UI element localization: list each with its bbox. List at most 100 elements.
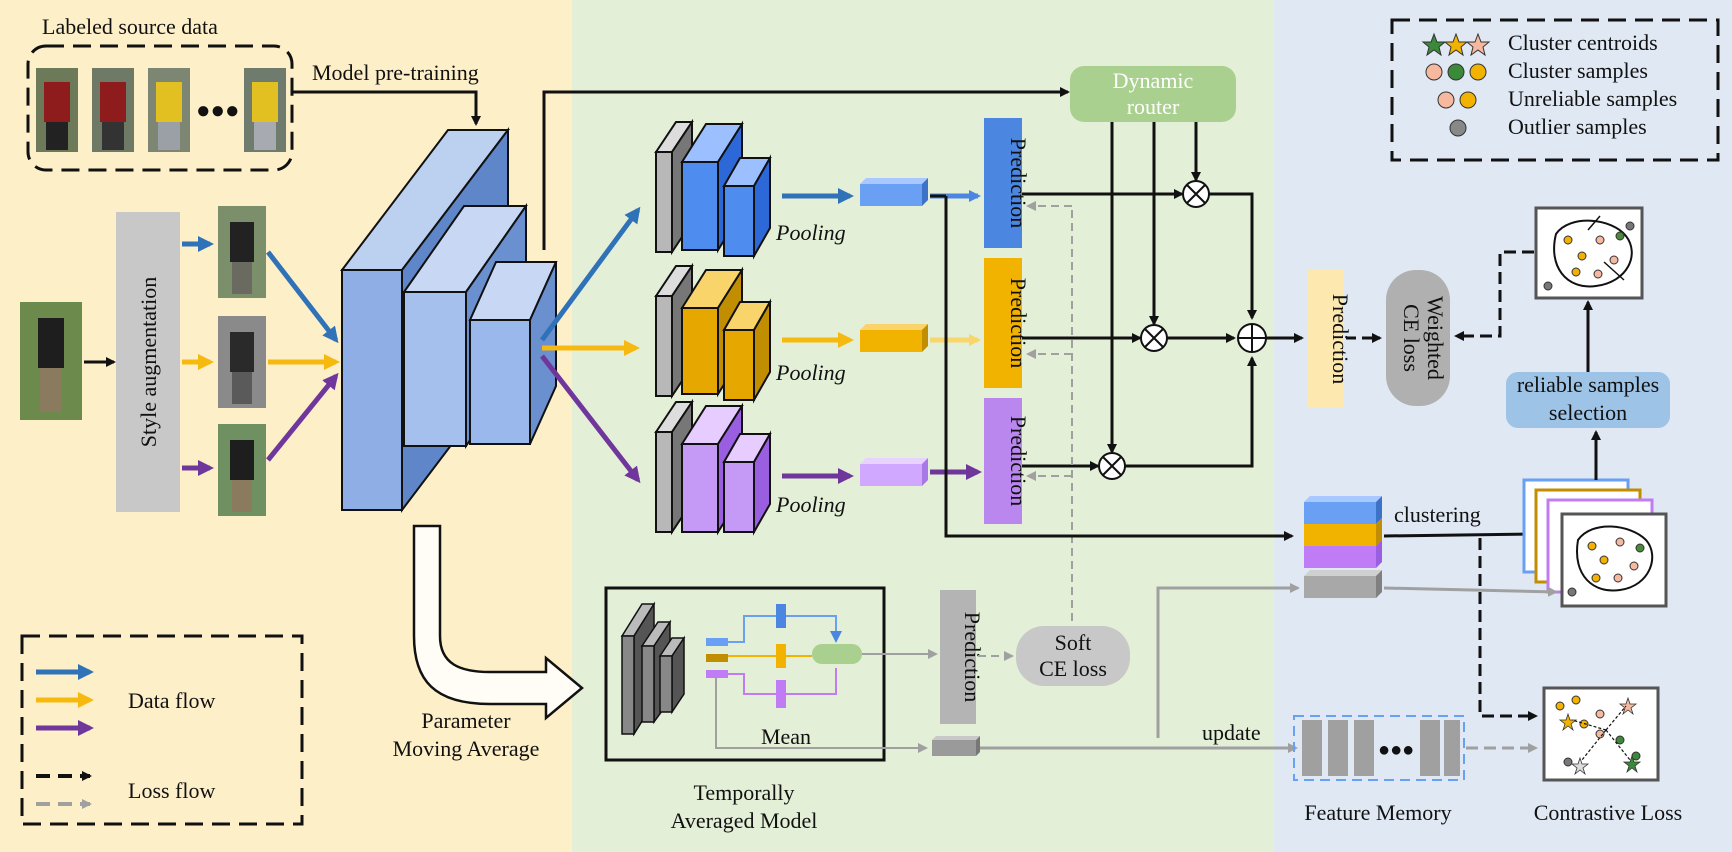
branch-yellow-blocks	[654, 262, 772, 404]
reliable-samples-card	[1534, 206, 1644, 300]
weighted-ce-label-1: Weighted	[1423, 296, 1448, 380]
legend-unreliable-label: Unreliable samples	[1508, 86, 1677, 111]
tam-purple-path	[728, 673, 776, 695]
prediction-head-yellow	[984, 258, 1022, 388]
prediction-head-purple	[984, 398, 1022, 524]
multiply-node-blue	[1182, 180, 1210, 208]
prediction-head-blue	[984, 118, 1022, 248]
source-data-box	[26, 44, 294, 172]
tam-pred-purple	[776, 680, 786, 708]
prediction-label-yellow: Prediction	[1006, 278, 1031, 368]
tam-purple-to-mean	[786, 668, 837, 695]
branch-arrow-blue	[539, 206, 641, 342]
legend-outlier-label: Outlier samples	[1508, 114, 1647, 139]
cluster-sample-dots	[1425, 63, 1487, 81]
tam-blue-to-mean	[786, 615, 842, 643]
unreliable-sample-dots	[1437, 91, 1477, 109]
augmented-person-images	[218, 206, 266, 516]
contrastive-loss-label: Contrastive Loss	[1534, 800, 1683, 825]
feature-memory-label: Feature Memory	[1304, 800, 1451, 825]
tam-blue-path	[728, 615, 776, 643]
style-augmentation-label: Style augmentation	[136, 277, 161, 447]
source-ellipsis: ●●●	[196, 98, 240, 124]
model-pretraining-label: Model pre-training	[312, 60, 479, 85]
contrastive-loss-card	[1542, 686, 1660, 782]
feature-vector-yellow	[860, 324, 928, 352]
update-label: update	[1202, 720, 1261, 745]
multiply-node-purple	[1098, 452, 1126, 480]
mean-label: Mean	[761, 724, 811, 749]
input-person-image	[20, 302, 82, 420]
to-backbone-arrow-purple	[266, 372, 339, 462]
clustering-arrow	[1383, 529, 1534, 540]
dynamic-router-label-1: Dynamic	[1113, 68, 1194, 93]
param-ma-label-1: Parameter	[421, 708, 511, 733]
param-ma-label-2: Moving Average	[393, 736, 540, 761]
samples-legend-box	[1390, 18, 1720, 162]
feature-memory-box	[1293, 715, 1465, 781]
style-augmentation-box	[116, 212, 180, 512]
dynamic-router-box	[1070, 66, 1236, 122]
tam-feat-purple	[706, 670, 728, 678]
reliable-to-weighted-ce	[1454, 250, 1534, 341]
soft-ce-label-2: CE loss	[1039, 656, 1107, 681]
pooling-label-purple: Pooling	[775, 492, 846, 517]
tam-label-1: Temporally	[693, 780, 794, 805]
to-backbone-arrow-blue	[266, 250, 339, 344]
cluster-gray-in-arrow	[1383, 586, 1558, 597]
tam-feat-blue	[706, 638, 728, 646]
reliable-selection-label-2: selection	[1549, 400, 1627, 425]
tam-backbone	[620, 601, 686, 737]
mult-blue-to-sum	[1209, 192, 1257, 320]
pooling-label-blue: Pooling	[775, 220, 846, 245]
centroid-stars	[1421, 32, 1491, 57]
pretrain-arrow	[292, 90, 481, 126]
source-person-images	[36, 68, 286, 152]
prediction-label-blue: Prediction	[1006, 138, 1031, 228]
legend-centroids-label: Cluster centroids	[1508, 30, 1658, 55]
backbone-to-router-arrow	[542, 87, 1070, 250]
tam-pred-blue	[776, 604, 786, 628]
backbone-network	[339, 127, 558, 513]
tam-box	[604, 586, 886, 762]
mult-purple-to-sum	[1125, 356, 1257, 468]
feature-memory-slots	[1302, 720, 1460, 776]
soft-ce-loss-box	[1016, 626, 1130, 686]
tam-prediction-box	[940, 590, 976, 724]
branch-blue-blocks	[654, 118, 772, 260]
tam-pred-yellow	[776, 644, 786, 668]
reliable-selection-box	[1506, 372, 1670, 428]
features-to-clustering-line	[944, 196, 1294, 541]
feature-vector-purple	[860, 458, 928, 486]
weighted-ce-loss-box	[1386, 270, 1450, 406]
sum-node	[1237, 323, 1267, 353]
tam-mean-node	[812, 644, 862, 664]
final-prediction-box	[1308, 270, 1344, 408]
legend-samples-label: Cluster samples	[1508, 58, 1648, 83]
feature-stack	[1304, 496, 1382, 598]
feature-vector-blue	[860, 178, 928, 206]
weighted-ce-label-2: CE loss	[1399, 304, 1424, 372]
flow-legend-box	[20, 634, 304, 826]
multiply-node-yellow	[1140, 324, 1168, 352]
tam-feat-yellow	[706, 654, 728, 662]
legend-loss-flow-label: Loss flow	[128, 778, 216, 803]
branch-purple-blocks	[654, 398, 772, 536]
outlier-sample-dot	[1449, 119, 1467, 137]
parameter-moving-average-arrow	[412, 524, 584, 721]
branch-arrow-purple	[540, 354, 641, 484]
prediction-label-purple: Prediction	[1006, 416, 1031, 506]
labeled-source-data-label: Labeled source data	[42, 14, 218, 39]
feature-memory-ellipsis: ●●●	[1378, 739, 1414, 761]
legend-data-flow-label: Data flow	[128, 688, 215, 713]
soft-ce-label-1: Soft	[1055, 630, 1092, 655]
tam-label-2: Averaged Model	[671, 808, 818, 833]
pooling-label-yellow: Pooling	[775, 360, 846, 385]
reliable-selection-label-1: reliable samples	[1517, 372, 1659, 397]
memory-to-features-line	[1156, 583, 1300, 738]
clustering-label: clustering	[1394, 502, 1481, 527]
dynamic-router-label-2: router	[1127, 94, 1180, 119]
tam-memory-feature	[932, 736, 980, 756]
